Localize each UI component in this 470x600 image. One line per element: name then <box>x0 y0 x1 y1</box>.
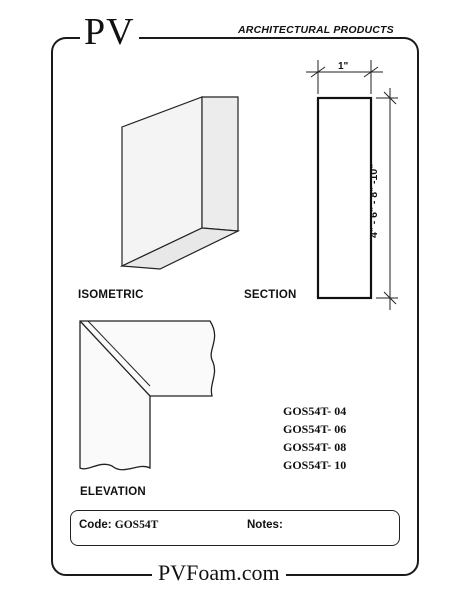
code-label: Code: <box>79 519 112 531</box>
elevation-label: ELEVATION <box>80 486 146 498</box>
product-code: GOS54T- 08 <box>283 440 347 454</box>
product-code: GOS54T- 10 <box>283 458 347 472</box>
code-field: Code: GOS54T <box>79 519 158 531</box>
elevation-drawing <box>79 320 216 471</box>
code-value: GOS54T <box>114 519 159 531</box>
notes-label: Notes: <box>247 519 283 531</box>
isometric-label: ISOMETRIC <box>78 289 144 301</box>
product-code: GOS54T- 04 <box>283 404 347 418</box>
section-width-dimension: 1" <box>338 61 349 72</box>
product-code-list: GOS54T- 04 GOS54T- 06 GOS54T- 08 GOS54T-… <box>283 402 346 474</box>
isometric-drawing <box>119 96 241 270</box>
brand-tagline: ARCHITECTURAL PRODUCTS <box>234 24 398 36</box>
website-link[interactable]: PVFoam.com <box>152 560 286 586</box>
product-code: GOS54T- 06 <box>283 422 347 436</box>
info-box: Code: GOS54T Notes: <box>70 510 400 546</box>
section-height-dimension: 4" - 6" - 8" -10" <box>368 163 380 238</box>
section-drawing <box>306 60 398 310</box>
brand-logo: PV <box>80 10 139 54</box>
section-label: SECTION <box>244 289 297 301</box>
